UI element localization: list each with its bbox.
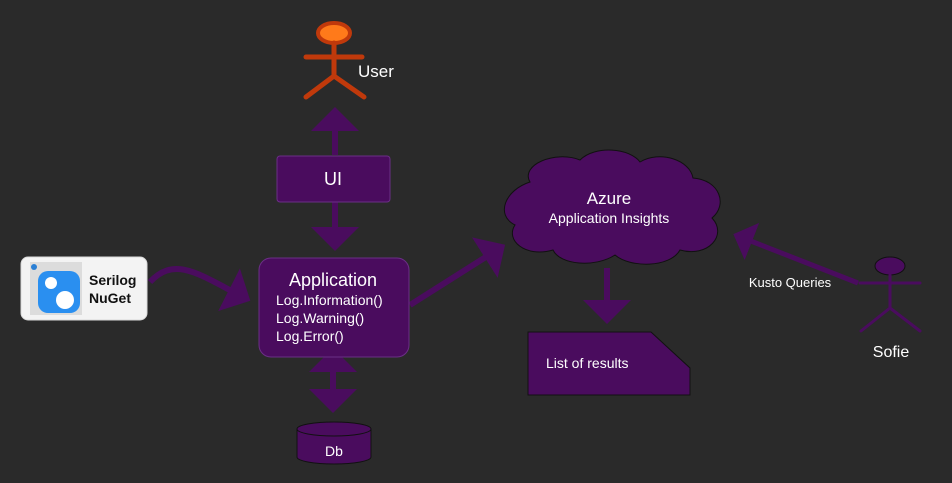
stick-figure-icon (303, 21, 367, 100)
edge-sofie-to-azure (733, 222, 859, 286)
azure-title: Azure (587, 189, 631, 208)
azure-subtitle: Application Insights (549, 210, 670, 226)
results-node: List of results (527, 331, 691, 396)
serilog-nuget-node: Serilog NuGet (20, 256, 148, 321)
log-warning-line: Log.Warning() (276, 310, 364, 326)
cylinder-icon (296, 421, 372, 465)
edge-serilog-to-application (147, 266, 251, 312)
cloud-icon (503, 149, 721, 265)
user-actor: User (303, 21, 394, 100)
sofie-actor: Sofie (858, 256, 922, 361)
ui-label: UI (324, 169, 342, 189)
db-node: Db (296, 421, 372, 465)
results-label: List of results (546, 355, 628, 371)
kusto-queries-label: Kusto Queries (749, 275, 832, 290)
serilog-label: Serilog (89, 272, 136, 288)
log-error-line: Log.Error() (276, 328, 344, 344)
azure-app-insights-node: Azure Application Insights (503, 149, 721, 265)
log-information-line: Log.Information() (276, 292, 383, 308)
nuget-logo-icon (30, 262, 82, 315)
sofie-label: Sofie (873, 344, 910, 361)
db-label: Db (325, 443, 343, 459)
application-node: Application Log.Information() Log.Warnin… (258, 257, 410, 358)
edge-application-to-azure (408, 237, 506, 308)
user-label: User (358, 62, 394, 81)
stick-figure-icon (858, 256, 922, 333)
nuget-label: NuGet (89, 290, 131, 306)
document-icon (527, 331, 691, 396)
ui-node: UI (276, 155, 391, 203)
application-title: Application (289, 270, 377, 290)
